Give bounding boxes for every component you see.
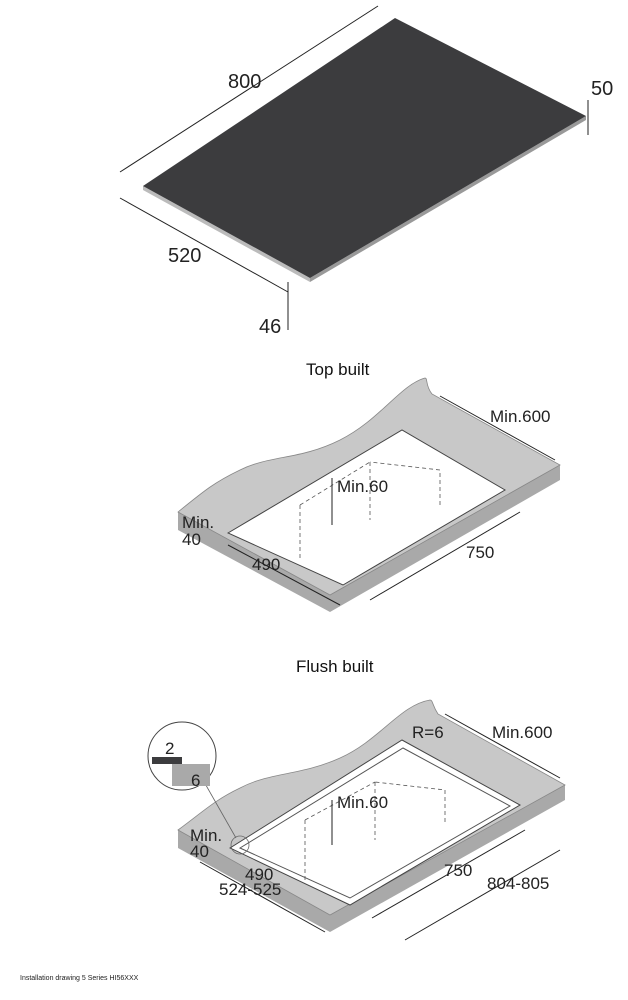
- flush-750-label: 750: [444, 861, 472, 880]
- flush-built-drawing: Flush built 2 6 R=6 Min.600 Min.60 Min. …: [147, 657, 566, 941]
- top-min600-label: Min.600: [490, 407, 550, 426]
- dim-line-490: [227, 544, 341, 606]
- flush-min600-label: Min.600: [492, 723, 552, 742]
- hob-glass-top: [143, 18, 586, 278]
- dim-line-750: [369, 511, 521, 601]
- top-min40-label-2: 40: [182, 530, 201, 549]
- footer-caption: Installation drawing 5 Series HI56XXX: [20, 975, 139, 982]
- hob-width-label: 800: [228, 71, 261, 93]
- dim-line-min600: [444, 713, 561, 779]
- rebated-cutout: [228, 739, 522, 906]
- hob-side-edge: [310, 116, 586, 282]
- counter-edge: [178, 465, 560, 612]
- flush-built-title: Flush built: [296, 657, 374, 676]
- cabinet-hidden-lines: [299, 461, 441, 560]
- detail-marker: [230, 835, 250, 855]
- flush-min40-label-2: 40: [190, 842, 209, 861]
- hob-depth-label: 520: [168, 245, 201, 267]
- dim-line-520: [119, 197, 289, 293]
- dim-line-524: [199, 861, 326, 933]
- detail-depth-label: 6: [191, 771, 200, 790]
- dim-line-min600: [439, 395, 556, 461]
- detail-leader: [202, 779, 237, 839]
- cutout: [226, 429, 506, 586]
- hob-height-back-label: 50: [591, 78, 613, 100]
- flush-min60-label: Min.60: [337, 793, 388, 812]
- rebate-line: [238, 747, 512, 899]
- top-490-label: 490: [252, 555, 280, 574]
- counter-edge: [178, 785, 565, 932]
- hob-height-front-label: 46: [259, 316, 281, 338]
- top-750-label: 750: [466, 543, 494, 562]
- dim-line-800: [119, 5, 379, 173]
- top-min60-label: Min.60: [337, 477, 388, 496]
- hob-front-edge: [143, 186, 310, 282]
- top-built-title: Top built: [306, 360, 370, 379]
- dim-line-804: [404, 849, 561, 941]
- dim-line-750: [371, 829, 526, 919]
- detail-gap-label: 2: [165, 739, 174, 758]
- top-built-drawing: Top built Min.600 Min.60 Min. 40 490 750: [177, 360, 561, 612]
- detail-callout: 2 6: [147, 721, 217, 791]
- cabinet-hidden-lines: [304, 781, 446, 880]
- flush-min40-label-1: Min.: [190, 826, 222, 845]
- hob-drawing: 800 520 50 46: [119, 5, 613, 338]
- top-min40-label-1: Min.: [182, 513, 214, 532]
- flush-524-label: 524-525: [219, 880, 281, 899]
- flush-radius-label: R=6: [412, 723, 444, 742]
- flush-490-label: 490: [245, 865, 273, 884]
- flush-804-label: 804-805: [487, 874, 549, 893]
